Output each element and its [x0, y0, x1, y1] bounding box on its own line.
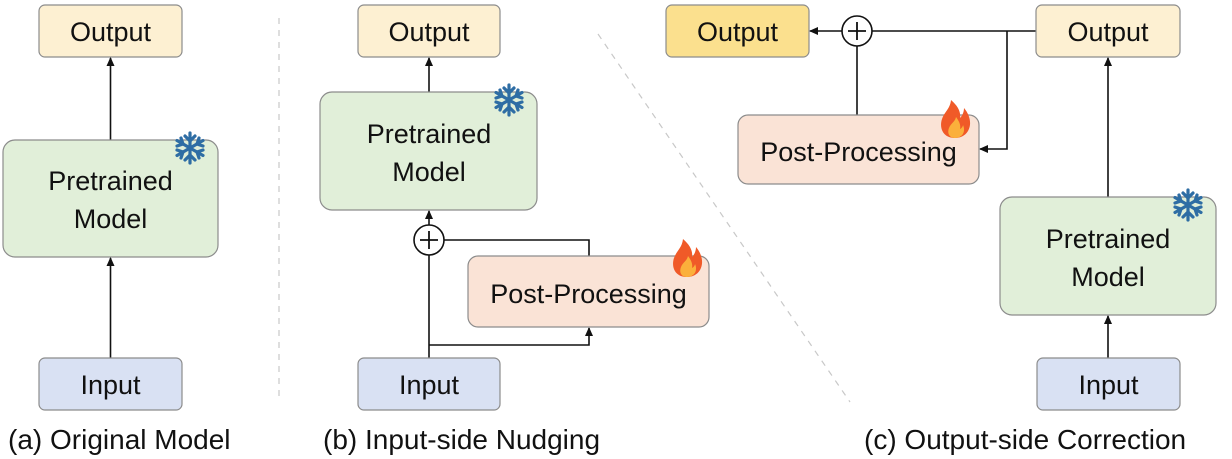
- caption-a: (a) Original Model: [8, 424, 231, 455]
- plus-circle-icon: [413, 224, 445, 256]
- caption-c: (c) Output-side Correction: [864, 424, 1186, 455]
- output-label-b: Output: [388, 17, 470, 47]
- plus-circle-icon: [841, 15, 873, 47]
- model-label-line1-a: Pretrained: [48, 166, 173, 196]
- input-label-c: Input: [1078, 370, 1139, 400]
- model-label-line1-b: Pretrained: [367, 119, 492, 149]
- flame-icon: [673, 239, 703, 277]
- model-output-box-c: Output: [1035, 4, 1181, 58]
- output-box-a: Output: [38, 4, 183, 58]
- arrow-output-to-postproc-c: [979, 31, 1008, 153]
- model-label-line1-c: Pretrained: [1046, 224, 1171, 254]
- edge-postproc-to-sum-b: [444, 239, 590, 256]
- input-box-a: Input: [38, 357, 183, 411]
- postproc-label-b: Post-Processing: [490, 279, 687, 309]
- caption-b: (b) Input-side Nudging: [323, 424, 600, 455]
- post-processing-box-c: Post-Processing: [737, 114, 980, 185]
- arrow-input-to-postproc-b: [429, 327, 593, 346]
- model-label-line2-a: Model: [74, 204, 148, 234]
- panel-b: Output Pretrained Model Post-Processing …: [319, 4, 710, 455]
- panel-c: Output Post-Processing Output Pretrained…: [665, 4, 1217, 455]
- output-label-a: Output: [70, 17, 152, 47]
- pretrained-model-box-a: Pretrained Model: [2, 139, 219, 258]
- pretrained-model-box-c: Pretrained Model: [999, 196, 1217, 316]
- input-box-b: Input: [357, 357, 501, 411]
- final-output-label-c: Output: [697, 17, 779, 47]
- pretrained-model-box-b: Pretrained Model: [319, 91, 538, 211]
- final-output-box-c: Output: [665, 4, 810, 58]
- post-processing-box-b: Post-Processing: [467, 255, 710, 328]
- postproc-label-c: Post-Processing: [760, 137, 957, 167]
- input-label-b: Input: [399, 370, 460, 400]
- flame-icon: [941, 100, 971, 138]
- model-label-line2-b: Model: [392, 157, 466, 187]
- model-output-label-c: Output: [1067, 17, 1149, 47]
- model-label-line2-c: Model: [1071, 262, 1145, 292]
- output-box-b: Output: [357, 4, 501, 58]
- divider-line-b-c: [597, 33, 851, 403]
- input-label-a: Input: [80, 370, 141, 400]
- input-box-c: Input: [1036, 357, 1181, 411]
- panel-a: Output Pretrained Model Input (a) Origin…: [2, 4, 231, 455]
